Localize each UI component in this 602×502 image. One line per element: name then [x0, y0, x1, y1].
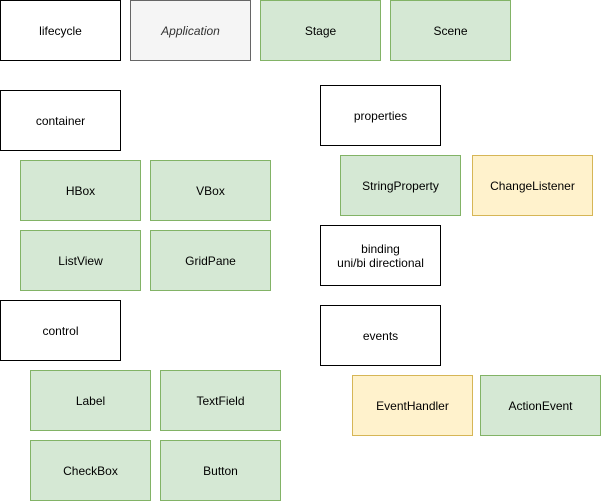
- properties-label: properties: [353, 108, 408, 123]
- label-node[interactable]: Label: [30, 370, 151, 431]
- listview-node[interactable]: ListView: [20, 230, 141, 291]
- label-label: Label: [75, 393, 106, 408]
- textfield-label: TextField: [196, 393, 245, 408]
- lifecycle-label: lifecycle: [39, 23, 82, 38]
- stage-label: Stage: [304, 23, 337, 38]
- hbox-label: HBox: [65, 183, 96, 198]
- actionevent-label: ActionEvent: [508, 398, 573, 413]
- checkbox-node[interactable]: CheckBox: [30, 440, 151, 501]
- stringproperty-label: StringProperty: [362, 178, 439, 193]
- binding-label: binding uni/bi directional: [337, 241, 424, 270]
- application-label: Application: [161, 23, 220, 38]
- container-node[interactable]: container: [0, 90, 121, 151]
- control-node[interactable]: control: [0, 300, 121, 361]
- control-label: control: [42, 323, 79, 338]
- stringproperty-node[interactable]: StringProperty: [340, 155, 461, 216]
- vbox-label: VBox: [196, 183, 225, 198]
- stage-node[interactable]: Stage: [260, 0, 381, 61]
- listview-label: ListView: [58, 253, 103, 268]
- vbox-node[interactable]: VBox: [150, 160, 271, 221]
- scene-label: Scene: [433, 23, 468, 38]
- gridpane-node[interactable]: GridPane: [150, 230, 271, 291]
- textfield-node[interactable]: TextField: [160, 370, 281, 431]
- eventhandler-node[interactable]: EventHandler: [352, 375, 473, 436]
- binding-node[interactable]: binding uni/bi directional: [320, 225, 441, 286]
- button-label: Button: [203, 463, 238, 478]
- properties-node[interactable]: properties: [320, 85, 441, 146]
- actionevent-node[interactable]: ActionEvent: [480, 375, 601, 436]
- application-node[interactable]: Application: [130, 0, 251, 61]
- events-label: events: [362, 328, 399, 343]
- hbox-node[interactable]: HBox: [20, 160, 141, 221]
- changelistener-node[interactable]: ChangeListener: [472, 155, 593, 216]
- changelistener-label: ChangeListener: [490, 178, 575, 193]
- button-node[interactable]: Button: [160, 440, 281, 501]
- scene-node[interactable]: Scene: [390, 0, 511, 61]
- checkbox-label: CheckBox: [63, 463, 118, 478]
- lifecycle-node[interactable]: lifecycle: [0, 0, 121, 61]
- container-label: container: [35, 113, 86, 128]
- gridpane-label: GridPane: [185, 253, 236, 268]
- eventhandler-label: EventHandler: [376, 398, 449, 413]
- events-node[interactable]: events: [320, 305, 441, 366]
